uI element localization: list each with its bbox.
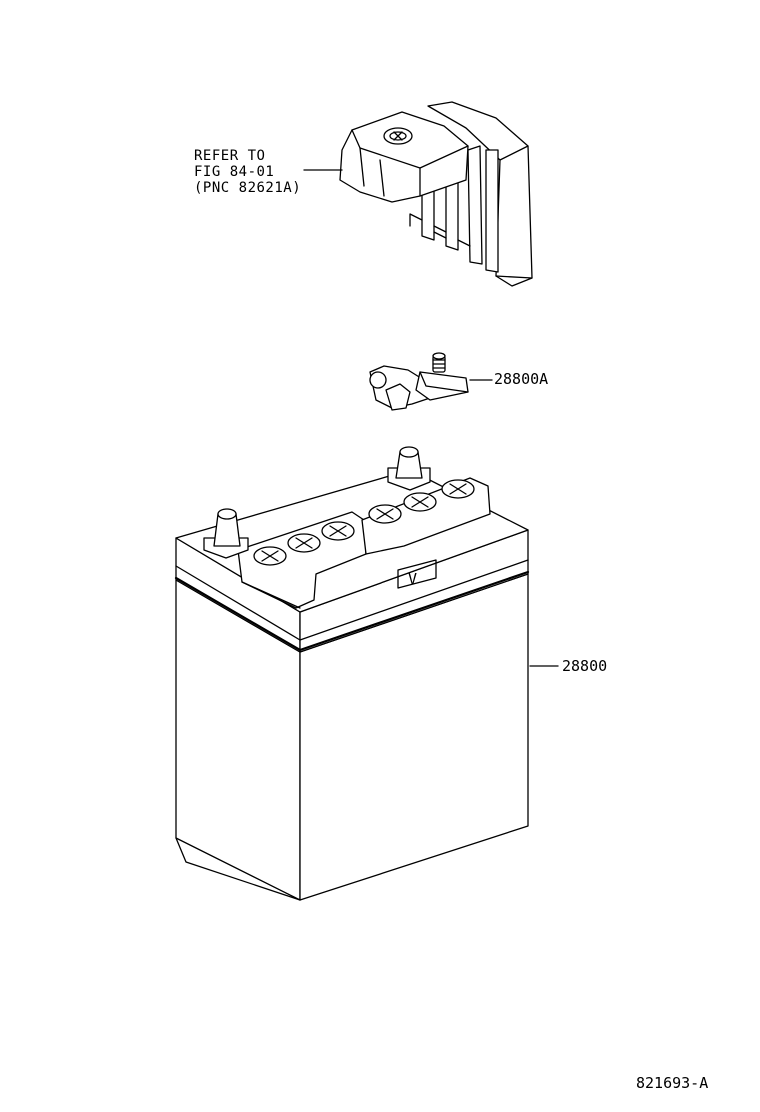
terminal-clamp — [369, 352, 493, 411]
battery-vent-mark: V — [408, 570, 417, 588]
reference-note-line1: REFER TO — [194, 148, 265, 164]
terminal-posts — [203, 446, 431, 559]
reference-note-line3: (PNC 82621A) — [194, 180, 301, 196]
battery-part-label: 28800 — [562, 657, 607, 675]
figure-code: 821693-A — [636, 1074, 708, 1092]
battery-terminal-cover — [339, 101, 533, 287]
reference-note-line2: FIG 84-01 — [194, 164, 274, 180]
vent-caps — [253, 479, 475, 566]
terminal-part-label: 28800A — [494, 370, 548, 388]
battery: V — [174, 446, 559, 901]
reference-note: REFER TO FIG 84-01 (PNC 82621A) — [194, 148, 343, 196]
